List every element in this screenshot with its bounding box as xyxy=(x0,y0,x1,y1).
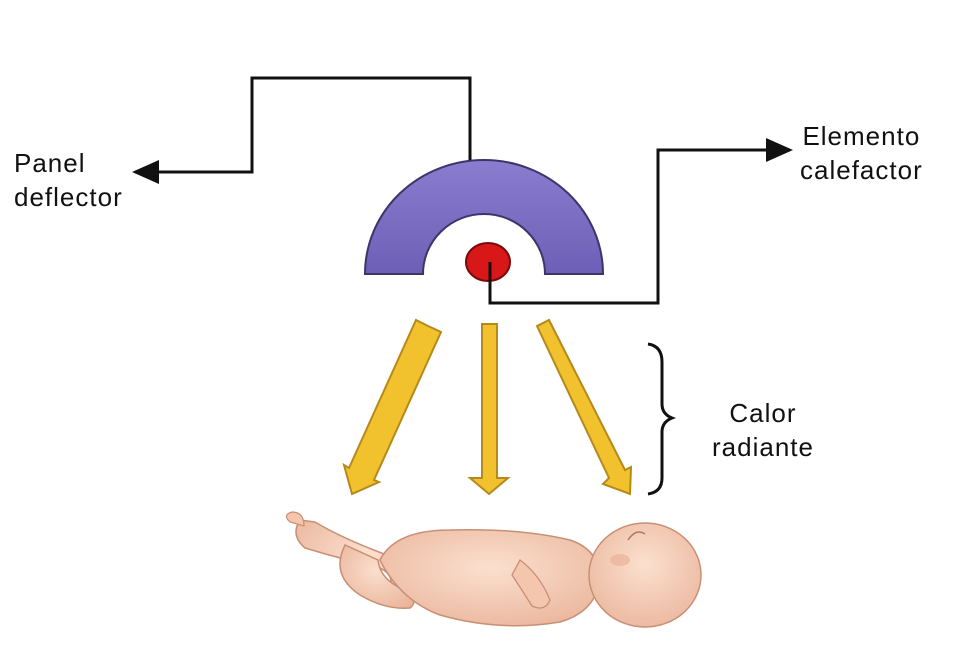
label-heat-line1: Calor xyxy=(712,396,814,430)
label-heat-line2: radiante xyxy=(712,430,814,464)
heat-arrow-center xyxy=(470,324,508,494)
label-radiant-heat: Calor radiante xyxy=(712,396,814,464)
baby-illustration xyxy=(286,512,701,627)
label-element-line1: Elemento xyxy=(800,119,923,153)
heating-element xyxy=(466,243,510,281)
label-panel-deflector: Panel deflector xyxy=(14,146,123,214)
heat-arrow-left xyxy=(344,320,441,494)
label-panel-line2: deflector xyxy=(14,180,123,214)
deflector-callout-line xyxy=(135,78,470,172)
label-heating-element: Elemento calefactor xyxy=(800,119,923,187)
label-panel-line1: Panel xyxy=(14,146,123,180)
heat-brace xyxy=(648,344,672,494)
label-element-line2: calefactor xyxy=(800,153,923,187)
heat-arrow-right xyxy=(537,320,631,494)
